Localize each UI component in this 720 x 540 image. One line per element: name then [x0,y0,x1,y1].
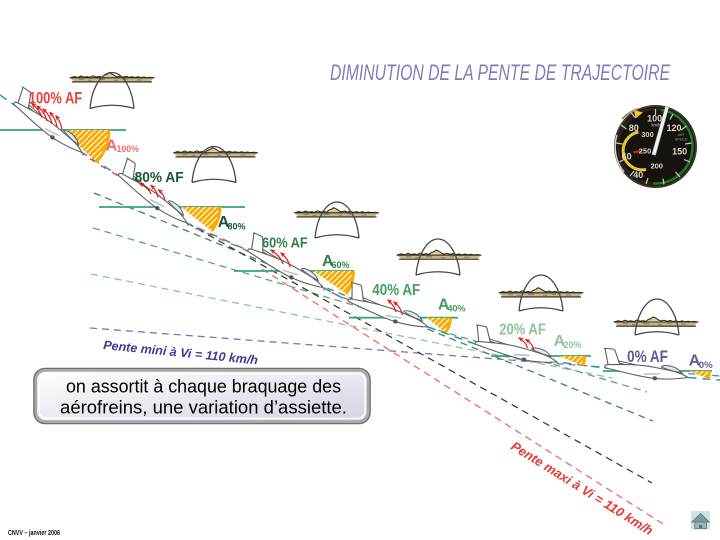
svg-text:120: 120 [666,123,681,133]
svg-text:150: 150 [672,146,687,156]
svg-text:Pente maxi à Vi = 110 km/h: Pente maxi à Vi = 110 km/h [508,438,655,538]
svg-text:20%: 20% [564,340,582,350]
svg-text:A: A [554,333,566,350]
svg-text:40%: 40% [448,304,466,314]
svg-text:80% AF: 80% AF [135,169,184,186]
svg-text:CNVV – janvier 2006: CNVV – janvier 2006 [8,530,60,537]
svg-text:100%: 100% [117,144,140,154]
svg-text:A: A [689,353,701,370]
svg-text:A: A [438,297,450,314]
svg-text:A: A [322,253,334,270]
svg-text:A: A [218,214,230,231]
svg-text:40% AF: 40% AF [372,282,420,299]
svg-text:DIMINUTION DE LA PENTE DE TRAJ: DIMINUTION DE LA PENTE DE TRAJECTOIRE [330,60,670,85]
svg-text:on assortit à chaque braquage: on assortit à chaque braquage des [66,376,341,397]
svg-text:Pente mini à Vi = 110 km/h: Pente mini à Vi = 110 km/h [103,338,259,367]
svg-text:300: 300 [641,130,654,139]
svg-text:100% AF: 100% AF [29,89,82,108]
svg-text:AIR: AIR [678,133,685,137]
svg-text:aérofreins, une variation d’as: aérofreins, une variation d’assiette. [60,397,347,418]
svg-text:SPEED: SPEED [675,138,688,142]
svg-text:60% AF: 60% AF [262,235,308,252]
svg-text:200: 200 [650,162,663,171]
svg-text:0%: 0% [699,360,713,370]
svg-text:80%: 80% [228,221,246,231]
svg-text:A: A [106,138,118,155]
svg-text:60%: 60% [332,260,350,270]
svg-text:km/h: km/h [651,123,661,128]
svg-text:20% AF: 20% AF [499,322,546,339]
svg-text:100: 100 [647,114,662,124]
svg-text:250: 250 [639,146,652,155]
svg-text:0% AF: 0% AF [627,348,668,366]
svg-text:40: 40 [633,170,643,180]
svg-text:60: 60 [622,151,632,161]
svg-text:80: 80 [629,123,639,133]
